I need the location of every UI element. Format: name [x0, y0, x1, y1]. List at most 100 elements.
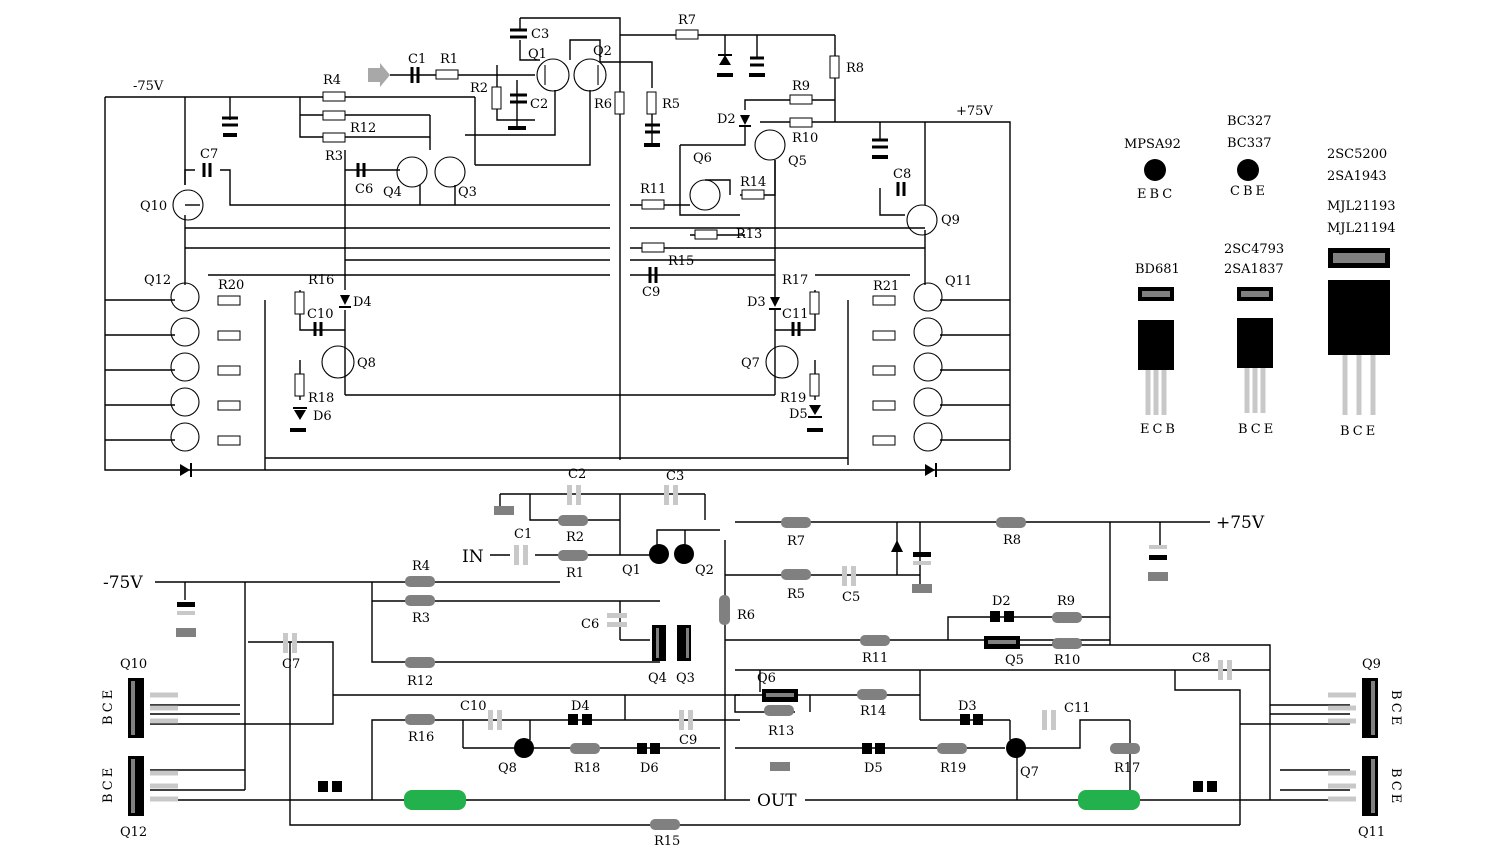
- svg-text:R14: R14: [860, 704, 886, 719]
- svg-text:D2: D2: [992, 594, 1011, 609]
- svg-text:Q9: Q9: [1362, 657, 1381, 672]
- legend-2sc5200: 2SC5200: [1327, 147, 1387, 162]
- svg-text:C7: C7: [282, 657, 300, 672]
- label-q4: Q4: [383, 185, 402, 200]
- label-r17: R17: [782, 273, 808, 288]
- label-r4: R4: [323, 73, 341, 88]
- label-d4: D4: [353, 295, 372, 310]
- to220-package-icon: [1237, 318, 1273, 368]
- pcb-traces: [150, 493, 1350, 826]
- svg-text:Q10: Q10: [120, 657, 147, 672]
- svg-text:Q3: Q3: [676, 671, 695, 686]
- pcb-diodes: [318, 540, 1217, 792]
- svg-text:R15: R15: [654, 834, 680, 849]
- schematic-diodes: [180, 54, 937, 477]
- label-r21: R21: [873, 279, 899, 294]
- label-r14: R14: [740, 175, 766, 190]
- svg-text:R9: R9: [1057, 594, 1075, 609]
- label-neg-supply: -75V: [133, 79, 164, 94]
- svg-text:Q8: Q8: [498, 761, 517, 776]
- legend-2sc5200-pins: BCE: [1340, 424, 1378, 439]
- label-r2: R2: [470, 81, 488, 96]
- svg-text:BCE: BCE: [1388, 690, 1403, 728]
- label-q11: Q11: [945, 274, 972, 289]
- label-q12: Q12: [144, 273, 171, 288]
- label-d5: D5: [789, 407, 808, 422]
- schematic-resistors: [217, 29, 896, 446]
- label-r5: R5: [662, 97, 680, 112]
- svg-text:R3: R3: [412, 611, 430, 626]
- legend-bd681-pins: ECB: [1140, 422, 1178, 437]
- label-r11: R11: [640, 182, 666, 197]
- legend-2sc4793-pins: BCE: [1238, 422, 1276, 437]
- svg-text:D6: D6: [640, 761, 659, 776]
- label-q8: Q8: [357, 356, 376, 371]
- svg-text:R13: R13: [768, 724, 794, 739]
- legend-mpsa92: MPSA92: [1124, 137, 1181, 152]
- label-c6: C6: [355, 182, 373, 197]
- label-r19: R19: [780, 391, 806, 406]
- label-c9: C9: [642, 285, 660, 300]
- svg-text:R11: R11: [862, 651, 888, 666]
- label-c11: C11: [782, 307, 809, 322]
- schematic-transistors: [170, 58, 943, 452]
- schematic-capacitors: [202, 28, 906, 336]
- label-q9: Q9: [941, 213, 960, 228]
- to92-package-icon: [1237, 159, 1259, 181]
- label-r10: R10: [792, 131, 818, 146]
- label-c2: C2: [530, 97, 548, 112]
- label-r3: R3: [325, 149, 343, 164]
- svg-text:C8: C8: [1192, 651, 1210, 666]
- label-in: IN: [462, 547, 484, 567]
- svg-text:Q11: Q11: [1358, 825, 1385, 840]
- label-pcb-pos: +75V: [1216, 513, 1265, 533]
- label-r6: R6: [594, 97, 612, 112]
- svg-text:R1: R1: [566, 566, 584, 581]
- label-r20: R20: [218, 278, 244, 293]
- svg-text:C9: C9: [679, 733, 697, 748]
- input-arrow-icon: [368, 63, 390, 87]
- label-r1: R1: [440, 52, 458, 67]
- svg-text:C3: C3: [666, 469, 684, 484]
- svg-text:Q5: Q5: [1005, 653, 1024, 668]
- svg-text:Q2: Q2: [695, 563, 714, 578]
- label-r16: R16: [308, 273, 334, 288]
- legend-2sa1943: 2SA1943: [1327, 169, 1387, 184]
- schematic-wires: [104, 17, 1011, 471]
- label-c7: C7: [200, 147, 218, 162]
- label-r9: R9: [792, 79, 810, 94]
- legend-mpsa92-pins: EBC: [1137, 187, 1175, 202]
- package-legend: MPSA92 EBC BC327 BC337 CBE 2SC5200 2SA19…: [1124, 114, 1396, 439]
- pcb-power-resistors: [404, 790, 1140, 810]
- svg-text:R16: R16: [408, 730, 434, 745]
- svg-text:C5: C5: [842, 590, 860, 605]
- svg-text:Q1: Q1: [622, 563, 641, 578]
- label-c8: C8: [893, 167, 911, 182]
- legend-bc327: BC327: [1227, 114, 1272, 129]
- svg-text:Q7: Q7: [1020, 765, 1039, 780]
- svg-text:D4: D4: [571, 699, 590, 714]
- svg-text:R6: R6: [737, 608, 755, 623]
- legend-bc337: BC337: [1227, 136, 1272, 151]
- svg-text:BCE: BCE: [101, 765, 116, 803]
- label-r12: R12: [350, 121, 376, 136]
- label-q7: Q7: [741, 356, 760, 371]
- svg-text:R18: R18: [574, 761, 600, 776]
- label-r7: R7: [678, 13, 696, 28]
- svg-text:R2: R2: [566, 530, 584, 545]
- svg-text:Q6: Q6: [757, 671, 776, 686]
- svg-text:C2: C2: [568, 467, 586, 482]
- legend-mjl21194: MJL21194: [1327, 221, 1396, 236]
- svg-text:Q4: Q4: [648, 671, 667, 686]
- label-c1: C1: [408, 52, 426, 67]
- label-c10: C10: [307, 307, 334, 322]
- label-r15: R15: [668, 254, 694, 269]
- legend-2sc4793: 2SC4793: [1224, 242, 1284, 257]
- label-d3: D3: [747, 295, 766, 310]
- svg-text:BCE: BCE: [1388, 768, 1403, 806]
- label-pos-supply: +75V: [956, 104, 993, 119]
- svg-text:Q12: Q12: [120, 825, 147, 840]
- svg-text:C6: C6: [581, 617, 599, 632]
- svg-text:R5: R5: [787, 587, 805, 602]
- schematic-labels: -75V +75V C1 R1 C3 R2 C2 Q1 Q2 R6 R5 R7 …: [133, 13, 993, 424]
